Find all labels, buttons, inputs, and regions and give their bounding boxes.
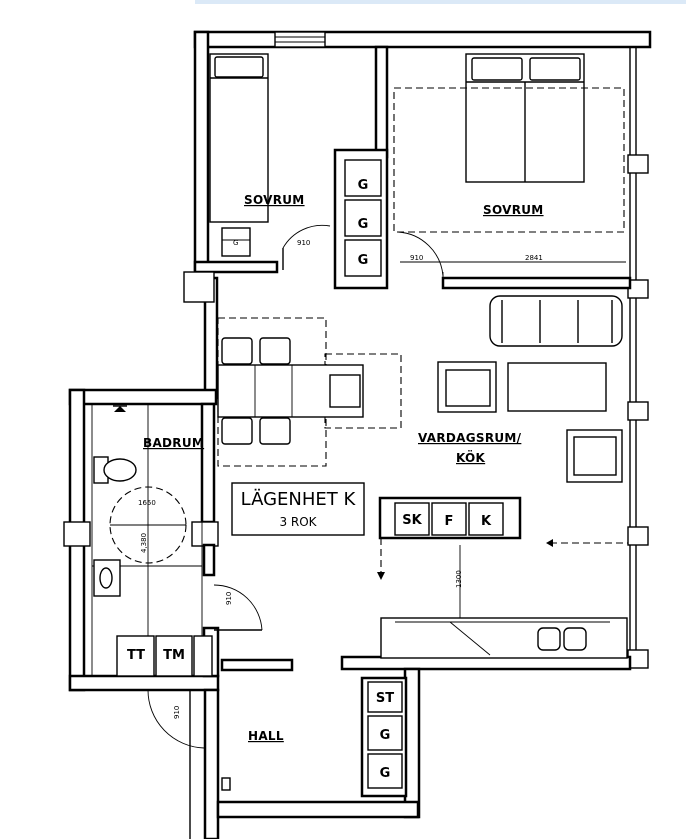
bedroom-wardrobes: G G G (333, 148, 389, 290)
sofa (489, 295, 623, 347)
bedroom-left: SOVRUM G 910 (209, 53, 331, 270)
room-label-sovrum-right: SOVRUM (483, 203, 544, 217)
dim-sovrum-small: G (233, 239, 238, 247)
closet-g2: G (358, 217, 369, 232)
kitchen-k: K (481, 514, 492, 529)
top-band (195, 0, 686, 4)
kitchen-f: F (445, 514, 454, 529)
room-label-hall: HALL (248, 729, 284, 743)
room-label-kok: KÖK (456, 450, 486, 465)
dim-g-door: 910 (410, 254, 423, 262)
walls (63, 30, 652, 839)
closet-g3: G (358, 253, 369, 268)
dim-bath-circle: 1650 (138, 499, 156, 507)
bathroom: 1650 4,380 BADRUM TT TM 910 (91, 404, 263, 677)
dim-hall-door: 910 (173, 706, 181, 719)
kitchen-sk: SK (402, 513, 422, 528)
living-area: VARDAGSRUM/ KÖK (217, 295, 628, 547)
dim-kitchen-gap: 1300 (455, 570, 463, 588)
apartment-title: LÄGENHET K (241, 489, 357, 510)
closet-hall-g1: G (380, 728, 391, 743)
nightstand (221, 227, 251, 257)
dim-bath-door: 910 (225, 592, 233, 605)
bedroom-right: SOVRUM 910 2841 (393, 53, 626, 278)
room-label-vardagsrum: VARDAGSRUM/ (418, 431, 522, 445)
dim-sovrum-width: 2841 (525, 254, 543, 262)
kitchen-counter (380, 617, 628, 659)
closet-hall-g2: G (380, 766, 391, 781)
bath-tt: TT (127, 648, 145, 663)
hall: HALL ST G G 910 (147, 676, 408, 839)
dim-sovrum-door: 910 (297, 239, 310, 247)
apartment-label: LÄGENHET K 3 ROK (231, 482, 365, 536)
single-bed (209, 53, 269, 223)
room-label-badrum: BADRUM (143, 436, 204, 450)
bath-tm: TM (163, 648, 185, 663)
apartment-subtitle: 3 ROK (279, 515, 317, 529)
kitchen: SK F K 1300 (377, 496, 628, 659)
closet-st: ST (376, 691, 394, 706)
closet-g1: G (358, 178, 369, 193)
coffee-table (507, 362, 607, 412)
dim-bath-vertical: 4,380 (140, 533, 148, 553)
room-label-sovrum-left: SOVRUM (244, 193, 305, 207)
